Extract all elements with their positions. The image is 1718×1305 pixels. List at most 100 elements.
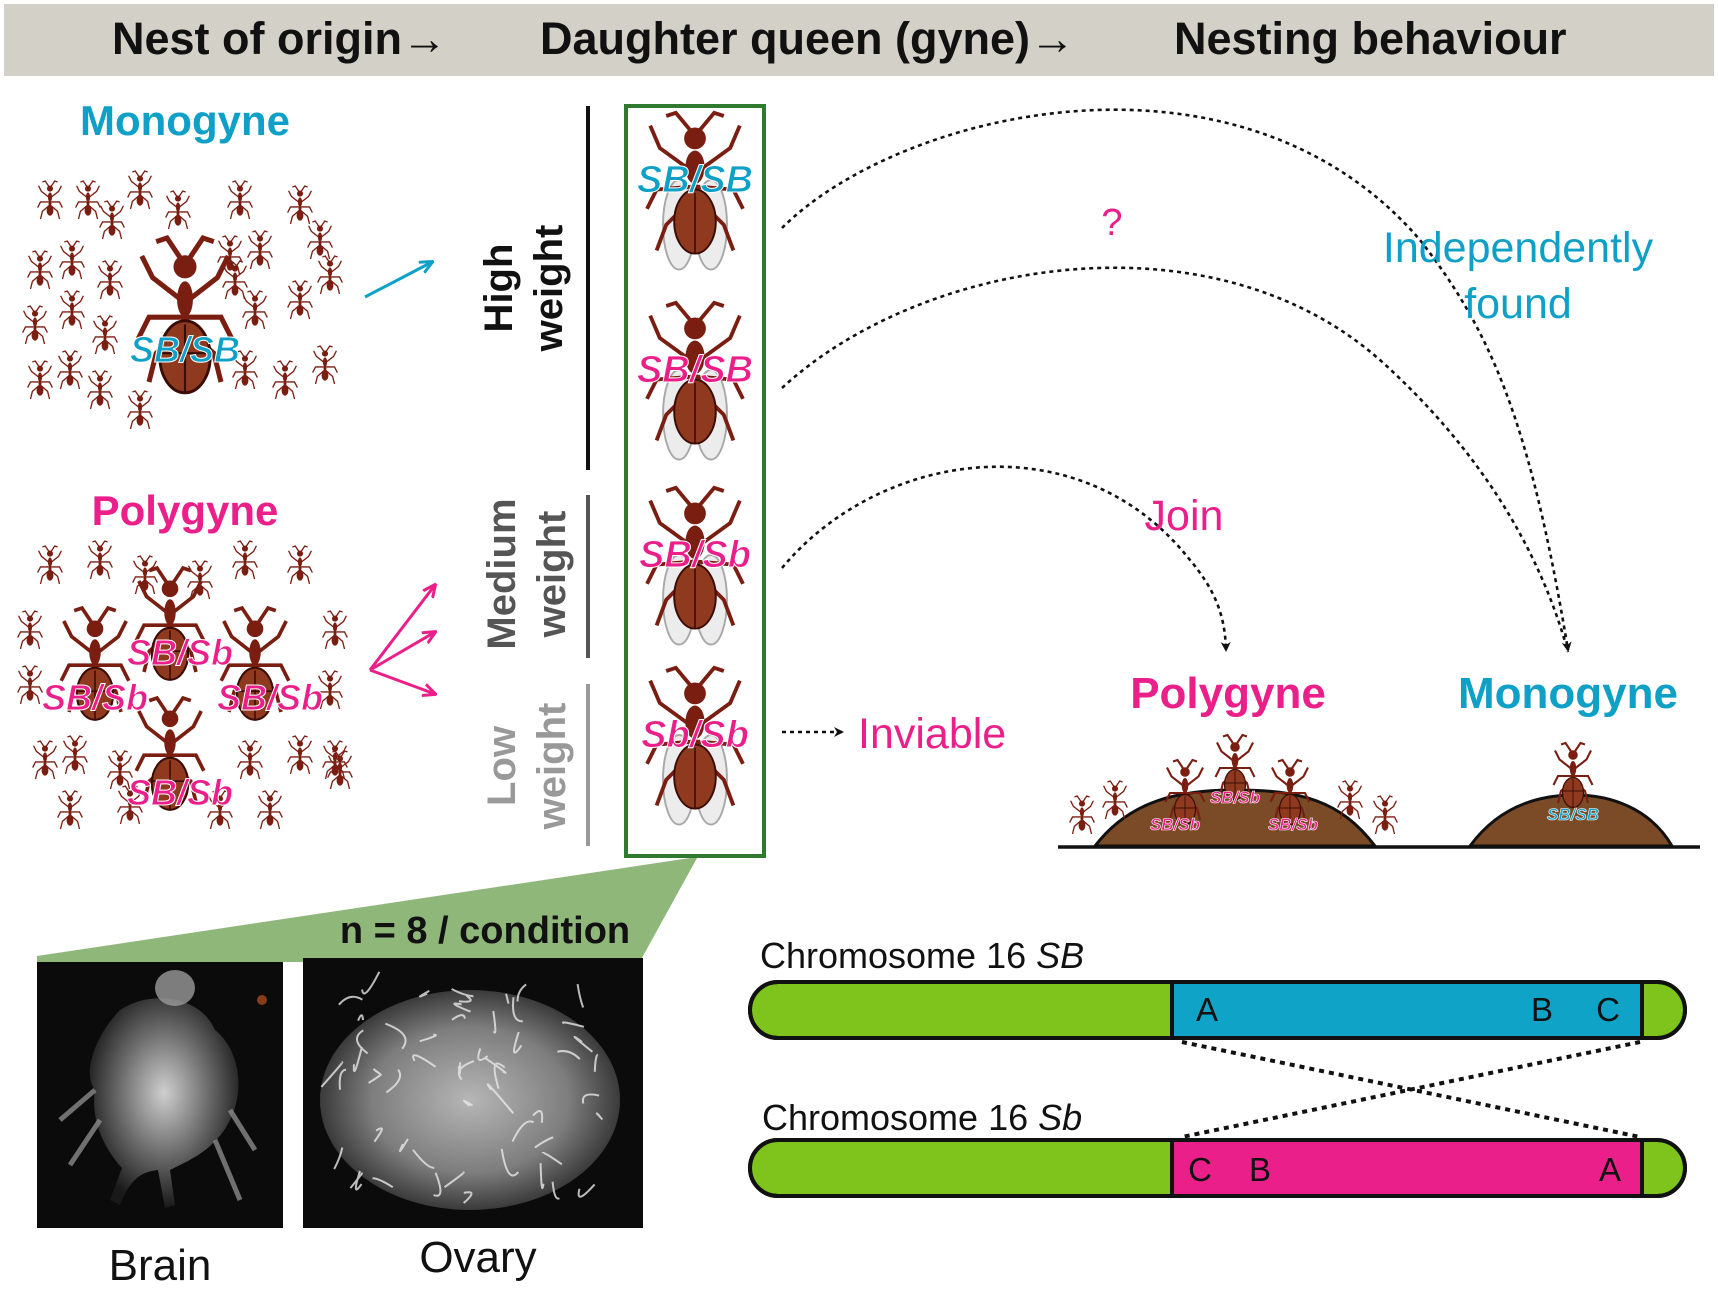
gyne-2: [645, 300, 745, 461]
inviable-label: Inviable: [858, 710, 1006, 758]
polygyne-queen-3: [219, 605, 291, 721]
header-band: [4, 4, 1714, 76]
monogyne-worker-11: [247, 230, 273, 270]
polygyne-worker-13: [107, 750, 133, 790]
sample-fan: [37, 858, 697, 956]
monogyne-worker-2: [75, 180, 101, 220]
brain-label: Brain: [109, 1241, 212, 1290]
independent-found-curve-1: [781, 108, 1572, 652]
polygyne-genotype-3: SB/Sb: [217, 677, 323, 718]
header-nesting-behaviour: Nesting behaviour: [1174, 13, 1567, 64]
monogyne-worker-21: [87, 370, 113, 410]
monogyne-worker-16: [242, 290, 268, 330]
brain-photo: [37, 962, 283, 1228]
polygyne-worker-10: [317, 670, 343, 710]
poly-nest-genotype-3: SB/Sb: [1268, 815, 1318, 834]
monogyne-worker-25: [312, 345, 338, 385]
polygyne-worker-5: [232, 540, 258, 580]
medium-weight-label-2: weight: [530, 511, 574, 639]
header-daughter-queen: Daughter queen (gyne)→: [540, 13, 1075, 64]
polygyne-worker-6: [287, 545, 313, 585]
sb-marker-b: B: [1531, 991, 1553, 1028]
polygyne-worker-8: [17, 610, 43, 650]
sbsmall-marker-a: A: [1599, 1151, 1621, 1188]
monogyne-origin-title: Monogyne: [80, 97, 290, 144]
polygyne-worker-3: [132, 555, 158, 595]
polygyne-nest-title: Polygyne: [1130, 669, 1326, 718]
polygyne-worker-9: [17, 665, 43, 705]
monogyne-worker-5: [227, 180, 253, 220]
gyne-3: [645, 485, 745, 646]
sbsmall-marker-b: B: [1249, 1151, 1271, 1188]
inversion-line-2: [1181, 1040, 1641, 1139]
chromosome-sbsmall: [748, 1138, 1687, 1198]
low-weight-label-1: Low: [480, 725, 524, 806]
polygyne-genotype-1: SB/Sb: [127, 632, 233, 673]
poly-nest-worker-1: [1069, 795, 1095, 835]
chromosome-sbsmall-label: Chromosome 16 Sb: [762, 1097, 1082, 1138]
sbsmall-marker-c: C: [1188, 1151, 1212, 1188]
monogyne-worker-18: [317, 255, 343, 295]
join-label: Join: [1145, 492, 1224, 540]
polygyne-worker-12: [62, 735, 88, 775]
gyne-genotype-3: SB/Sb: [639, 534, 751, 576]
polygyne-queen-2: [59, 605, 131, 721]
medium-weight-label-1: Medium: [480, 498, 524, 649]
polygyne-worker-16: [322, 740, 348, 780]
poly-nest-worker-4: [1372, 795, 1398, 835]
monogyne-worker-4: [165, 190, 191, 230]
poly-nest-queen-1: [1164, 758, 1206, 826]
monogyne-worker-10: [97, 260, 123, 300]
poly-nest-worker-3: [1337, 780, 1363, 820]
sample-size-label: n = 8 / condition: [340, 910, 630, 952]
monogyne-worker-17: [287, 280, 313, 320]
polygyne-to-gyne-arrow-up: [368, 585, 435, 671]
header-nest-of-origin: Nest of origin→: [112, 13, 447, 64]
polygyne-origin-title: Polygyne: [92, 487, 279, 534]
polygyne-worker-21: [327, 750, 353, 790]
polygyne-worker-14: [237, 740, 263, 780]
monogyne-colony: [22, 170, 343, 430]
monogyne-worker-19: [27, 360, 53, 400]
poly-nest-queen-3: [1269, 758, 1311, 826]
polygyne-queen-4: [134, 695, 206, 811]
polygyne-genotype-4: SB/Sb: [127, 772, 233, 813]
polygyne-worker-17: [57, 790, 83, 830]
monogyne-queen: [135, 235, 235, 395]
chromosome-sb-label: Chromosome 16 SB: [760, 935, 1084, 976]
ovary-photo: [303, 958, 643, 1228]
join-curve: [781, 465, 1231, 652]
monogyne-worker-7: [99, 200, 125, 240]
independent-found-curve-2: [781, 266, 1570, 653]
gyne-4: [645, 665, 745, 826]
monogyne-worker-13: [22, 305, 48, 345]
gyne-frame: [624, 104, 766, 858]
monogyne-origin-genotype: SB/SB: [130, 329, 240, 370]
monogyne-worker-15: [92, 315, 118, 355]
mono-nest-queen: [1552, 741, 1594, 809]
independently-label-1: Independently: [1383, 224, 1654, 272]
polygyne-worker-7: [322, 610, 348, 650]
mono-nest-genotype: SB/SB: [1547, 805, 1599, 824]
monogyne-to-gyne-arrow: [364, 262, 432, 299]
ovary-label: Ovary: [419, 1233, 536, 1282]
high-weight-label-1: High: [477, 244, 521, 333]
sb-marker-c: C: [1596, 991, 1620, 1028]
poly-nest-queen-2: [1214, 733, 1256, 801]
gyne-1: [645, 110, 745, 271]
gyne-genotype-4: Sb/Sb: [641, 714, 749, 756]
monogyne-worker-12: [307, 220, 333, 260]
gyne-genotype-2: SB/SB: [637, 349, 753, 391]
low-weight-label-2: weight: [530, 703, 574, 831]
polygyne-worker-11: [32, 740, 58, 780]
gyne-genotype-1: SB/SB: [637, 159, 753, 201]
chromosome-sb: [748, 980, 1687, 1040]
monogyne-worker-26: [222, 260, 248, 300]
polygyne-colony: [17, 540, 353, 830]
monogyne-worker-1: [37, 180, 63, 220]
polygyne-worker-1: [37, 545, 63, 585]
polygyne-to-gyne-arrow-down: [369, 668, 435, 694]
sb-marker-a: A: [1196, 991, 1218, 1028]
